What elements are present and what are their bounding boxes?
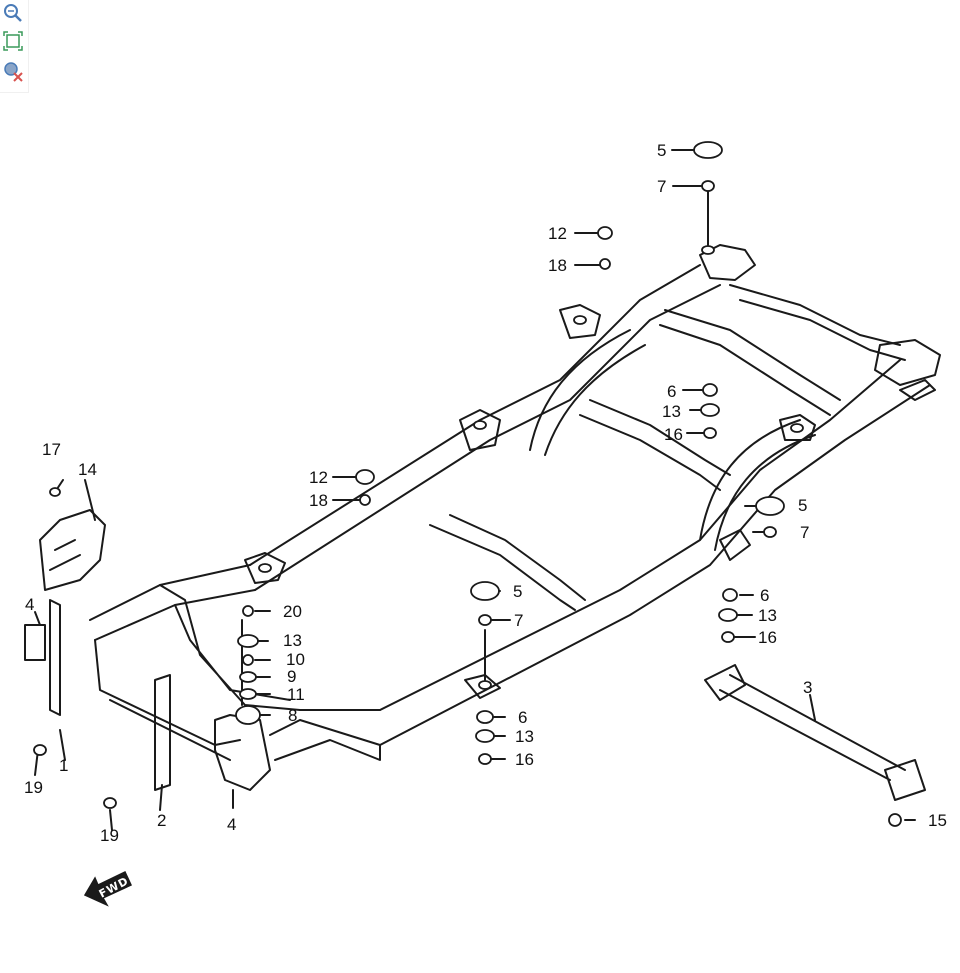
fit-to-screen-icon[interactable] — [2, 30, 24, 52]
callout-8: 8 — [288, 706, 298, 725]
callout-13-front: 13 — [283, 631, 302, 650]
reset-zoom-icon[interactable] — [2, 60, 24, 82]
callout-9: 9 — [287, 667, 297, 686]
callout-13-right: 13 — [758, 606, 777, 625]
callout-19-b: 19 — [100, 826, 119, 845]
callout-12-top: 12 — [548, 224, 567, 243]
callout-16-center: 16 — [515, 750, 534, 769]
frame-front-left — [89, 564, 256, 641]
callout-4-left: 4 — [25, 595, 35, 614]
callout-10: 10 — [286, 650, 305, 669]
callout-3: 3 — [803, 678, 813, 697]
callout-6-right: 6 — [760, 586, 770, 605]
callout-20: 20 — [283, 602, 302, 621]
callout-5-top: 5 — [657, 141, 667, 160]
frame-front-crossmember — [94, 639, 241, 761]
callout-12-left: 12 — [309, 468, 328, 487]
callout-13-center: 13 — [515, 727, 534, 746]
callout-6-mid: 6 — [667, 382, 677, 401]
callout-16-mid: 16 — [664, 425, 683, 444]
callout-15: 15 — [928, 811, 947, 830]
callout-11: 11 — [287, 685, 305, 704]
callout-18-top: 18 — [548, 256, 567, 275]
crossmember-2 — [579, 399, 731, 491]
callout-6-center: 6 — [518, 708, 528, 727]
zoom-in-icon[interactable] — [2, 2, 24, 24]
callout-18-left: 18 — [309, 491, 328, 510]
callout-2: 2 — [157, 811, 167, 830]
callout-5-center: 5 — [513, 582, 523, 601]
crossmember-1 — [429, 514, 586, 611]
callout-7-center: 7 — [514, 611, 524, 630]
callout-7-top: 7 — [657, 177, 667, 196]
frame-rail-left — [249, 264, 721, 591]
callout-1: 1 — [59, 756, 69, 775]
callout-19-a: 19 — [24, 778, 43, 797]
callout-4-bottom: 4 — [227, 815, 237, 834]
crossmember-rear — [729, 284, 906, 361]
callout-17: 17 — [42, 440, 61, 459]
crossmember-3 — [659, 309, 841, 416]
callout-5-right: 5 — [798, 496, 808, 515]
callout-14: 14 — [78, 460, 97, 479]
stabilizer-bar — [704, 664, 926, 801]
callout-16-right: 16 — [758, 628, 777, 647]
fwd-arrow-icon — [83, 870, 132, 907]
callout-7-right: 7 — [800, 523, 810, 542]
viewer-toolbar — [0, 0, 29, 93]
callout-13-mid: 13 — [662, 402, 681, 421]
